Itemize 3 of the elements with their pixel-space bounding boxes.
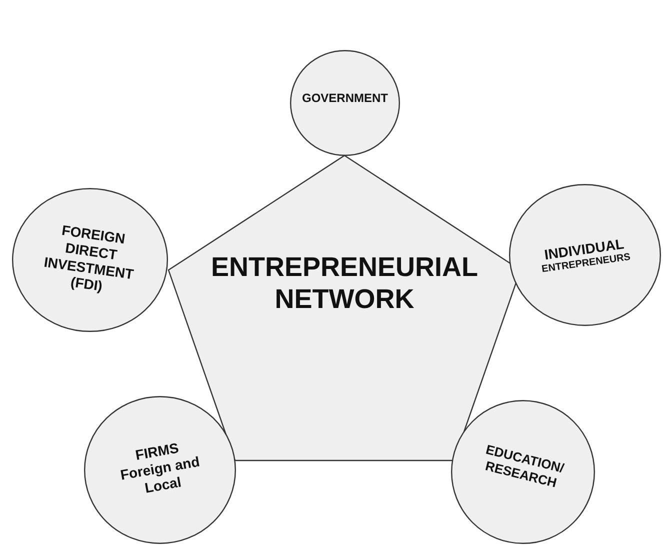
node-label: FOREIGN DIRECT INVESTMENT (FDI) xyxy=(42,221,136,297)
node-label: GOVERNMENT xyxy=(300,90,389,106)
node-label: ENTREPRENEURIAL NETWORK xyxy=(210,250,480,316)
